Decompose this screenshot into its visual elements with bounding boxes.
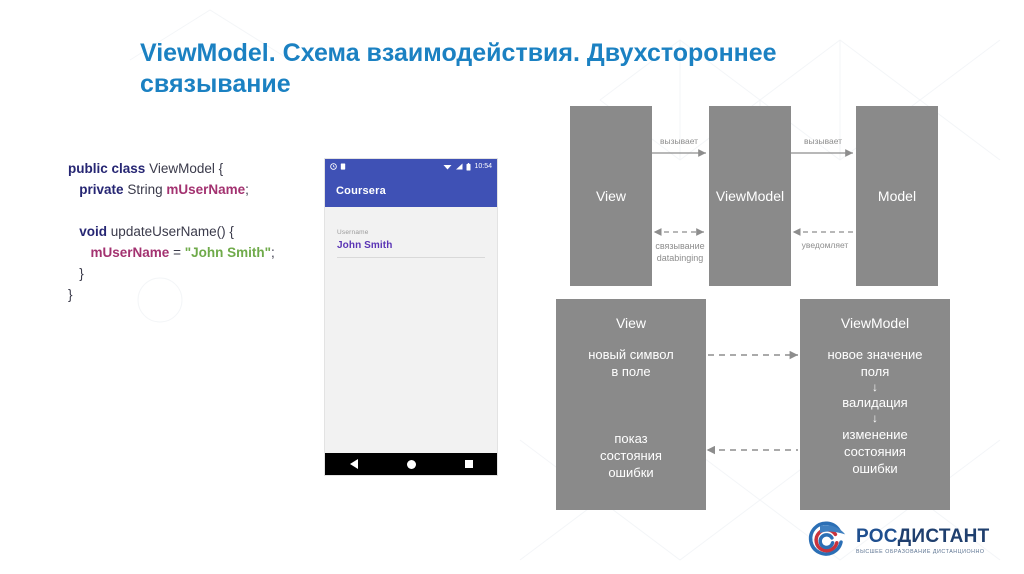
phone-app-bar: Coursera [325, 174, 497, 207]
diagram-bottom-arrows [706, 350, 798, 455]
code-line-3: void updateUserName() { [68, 221, 275, 242]
diagram-bottom: View новый символ в поле показ состояния… [556, 299, 956, 514]
code-token-1-0 [68, 182, 79, 197]
code-token-4-4: ; [271, 245, 275, 260]
logo-tagline: ВЫСШЕЕ ОБРАЗОВАНИЕ ДИСТАНЦИОННО [856, 548, 985, 555]
code-line-4: mUserName = "John Smith"; [68, 242, 275, 263]
diagram-bottom-box-viewmodel: ViewModel новое значение поля ↓ валидаци… [800, 299, 950, 510]
phone-status-bar: 10:54 [325, 159, 497, 174]
phone-mockup: 10:54 Coursera Username John Smith [325, 159, 497, 475]
logo-text-block: РОСДИСТАНТ ВЫСШЕЕ ОБРАЗОВАНИЕ ДИСТАНЦИОН… [856, 526, 990, 555]
diagram-top-box-viewmodel: ViewModel [709, 106, 791, 286]
app-bar-title: Coursera [336, 184, 386, 197]
code-token-3-3: updateUserName() [110, 224, 226, 239]
code-token-4-0 [68, 245, 91, 260]
diagram-top-box-view-label: View [595, 188, 627, 204]
diagram-top-label-notifies: уведомляет [801, 240, 849, 250]
code-token-3-0 [68, 224, 79, 239]
username-field-label: Username [337, 229, 369, 236]
swirl-icon [808, 521, 846, 556]
diagram-bottom-view-heading: View [615, 315, 647, 331]
code-line-5: } [68, 263, 275, 284]
code-token-4-1: mUserName [90, 245, 170, 260]
back-triangle-icon[interactable] [349, 459, 358, 469]
code-token-1-1: private [79, 182, 124, 197]
diagram-bottom-inner-arrow-2: ↓ [872, 411, 878, 425]
code-token-0-2: class [111, 161, 146, 176]
diagram-bottom-view-block-bottom: показ состояния ошибки [600, 431, 662, 480]
clock-icon [330, 163, 337, 170]
diagram-bottom-viewmodel-block-top: новое значение поля [827, 347, 923, 379]
logo-wordmark-part2: ДИСТАНТ [897, 525, 990, 547]
diagram-bottom-viewmodel-heading: ViewModel [840, 315, 910, 331]
code-token-6-0: } [68, 287, 73, 302]
sim-icon [340, 163, 346, 170]
code-token-4-3: "John Smith" [184, 245, 272, 260]
code-line-2 [68, 200, 275, 221]
diagram-bottom-viewmodel-block-bottom: изменение состояния ошибки [842, 427, 908, 476]
code-line-6: } [68, 284, 275, 305]
diagram-bottom-inner-arrow-1: ↓ [872, 380, 878, 394]
status-right-icons: 10:54 [443, 162, 492, 171]
battery-icon [466, 162, 471, 170]
phone-navigation-bar [325, 453, 497, 475]
diagram-bottom-view-block-top: новый символ в поле [588, 347, 674, 379]
code-token-3-1: void [79, 224, 108, 239]
slide-title: ViewModel. Схема взаимодействия. Двухсто… [140, 38, 900, 100]
code-snippet: public class ViewModel { private String … [68, 158, 275, 305]
diagram-top-label-calls-2: вызывает [803, 136, 843, 146]
code-token-1-5: mUserName [166, 182, 246, 197]
logo-wordmark-part1: РОС [856, 525, 898, 547]
diagram-top-box-model: Model [856, 106, 938, 286]
diagram-top: View ViewModel Model вызывае [556, 100, 956, 295]
diagram-top-box-model-label: Model [877, 188, 917, 204]
code-token-5-0: } [68, 266, 84, 281]
rosdistant-logo: РОСДИСТАНТ ВЫСШЕЕ ОБРАЗОВАНИЕ ДИСТАНЦИОН… [806, 516, 1006, 564]
logo-wordmark: РОСДИСТАНТ [856, 526, 990, 547]
slide-title-rest: Схема взаимодействия. Двухстороннее связ… [140, 39, 777, 98]
status-clock: 10:54 [474, 163, 492, 170]
phone-content: Username John Smith [325, 207, 497, 453]
code-line-0: public class ViewModel { [68, 158, 275, 179]
diagram-top-label-calls-1: вызывает [659, 136, 699, 146]
username-field-value[interactable]: John Smith [337, 240, 485, 258]
status-left-icons [330, 163, 346, 170]
signal-icon [456, 163, 463, 170]
diagram-bottom-viewmodel-step-validation: валидация [842, 395, 908, 410]
code-token-1-6: ; [245, 182, 249, 197]
recents-square-icon[interactable] [464, 460, 473, 468]
home-circle-icon[interactable] [406, 459, 416, 469]
diagram-top-box-view: View [570, 106, 652, 286]
code-token-0-0: public [68, 161, 108, 176]
code-token-1-3: String [127, 182, 163, 197]
diagram-top-arrows [652, 149, 856, 236]
code-token-0-4: ViewModel [149, 161, 215, 176]
code-line-1: private String mUserName; [68, 179, 275, 200]
diagram-top-label-databinding: связывание databinging [655, 241, 705, 263]
diagram-bottom-box-view: View новый символ в поле показ состояния… [556, 299, 706, 510]
code-token-3-4: { [225, 224, 234, 239]
code-token-0-5: { [214, 161, 224, 176]
diagram-top-box-viewmodel-label: ViewModel [715, 188, 785, 204]
slide-title-strong: ViewModel. [140, 39, 276, 67]
code-token-4-2: = [169, 245, 185, 260]
wifi-icon [443, 165, 452, 170]
